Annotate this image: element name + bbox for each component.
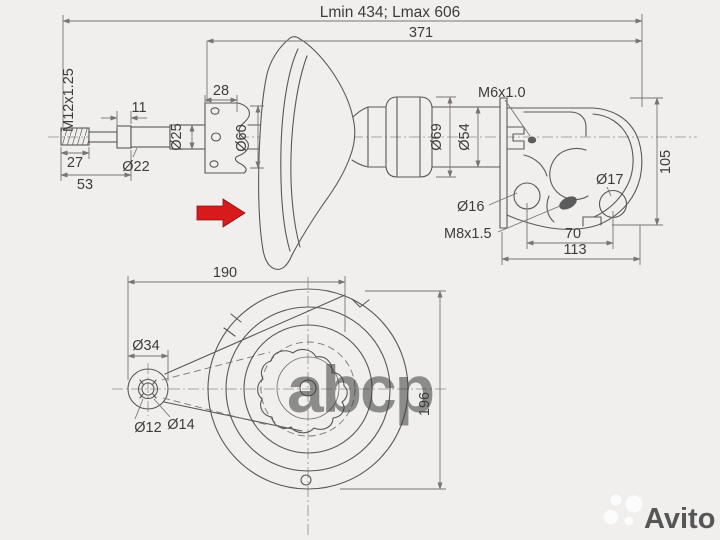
label-knuckle-thread: M8x1.5 — [444, 226, 492, 242]
dim-rod-end-length: 53 — [77, 177, 93, 193]
avito-logo-icon — [604, 494, 643, 526]
bracket-hole-mid — [210, 132, 222, 142]
avito-watermark: Avito — [604, 494, 715, 535]
hub-hidden-circle — [260, 341, 356, 437]
dim-overall-length: Lmin 434; Lmax 606 — [320, 4, 460, 21]
dim-eye-bore-14: Ø14 — [167, 417, 194, 433]
dim-thread-length: 27 — [67, 155, 83, 171]
avito-watermark-text: Avito — [644, 503, 715, 535]
label-rod-thread: M12x1.25 — [61, 68, 77, 132]
dim-eye-to-center: 190 — [213, 265, 237, 281]
dim-eye-bore-12: Ø12 — [134, 420, 161, 436]
dim-body-length: 371 — [409, 25, 433, 41]
dim-hole-spacing: 70 — [565, 226, 581, 242]
strut-body — [367, 96, 503, 178]
dim-bracket-height: 105 — [658, 150, 674, 174]
dim-knuckle-hole-16: Ø16 — [457, 199, 484, 215]
dim-rod-dia-22: Ø22 — [122, 159, 149, 175]
label-spring-seat-thread: M6x1.0 — [478, 85, 526, 101]
knuckle-slot-m8 — [559, 196, 577, 210]
threaded-stud — [60, 124, 262, 150]
mounting-eye — [127, 368, 169, 410]
spring-seat-bottom — [207, 288, 409, 490]
bottom-view-dimensions: 190 Ø34 Ø12 Ø14 196 — [127, 265, 446, 490]
side-view: Lmin 434; Lmax 606 371 M12x1.25 27 53 11… — [48, 4, 697, 270]
dim-upper-bracket-width: 28 — [213, 83, 229, 99]
upper-bracket — [204, 102, 250, 174]
dim-rod-dia-25: Ø25 — [169, 123, 185, 150]
bracket-hole-top — [210, 107, 220, 115]
hub-spline-contour — [257, 348, 348, 434]
knuckle-bracket — [499, 97, 643, 230]
dim-body-dia-69: Ø69 — [429, 123, 445, 150]
dim-eye-outer-dia: Ø34 — [132, 338, 159, 354]
dim-stop-width: 11 — [131, 100, 146, 116]
dim-bracket-width: 113 — [563, 242, 586, 258]
dim-tube-dia-60: Ø60 — [234, 124, 250, 151]
dim-knuckle-hole-17: Ø17 — [596, 172, 623, 188]
abcp-watermark: abcp — [287, 352, 433, 426]
bracket-hole-bottom — [209, 160, 219, 168]
side-view-dimensions: Lmin 434; Lmax 606 371 M12x1.25 27 53 11… — [60, 4, 674, 265]
direction-arrow-icon — [196, 198, 246, 228]
dim-seat-height: 196 — [417, 392, 433, 416]
knuckle-hole-m6 — [527, 136, 537, 144]
spring-seat-plate — [258, 36, 369, 270]
bottom-view: 190 Ø34 Ø12 Ø14 196 — [112, 265, 448, 536]
seat-small-hole — [300, 474, 312, 486]
hub-center-hole — [299, 379, 317, 397]
dim-body-dia-54: Ø54 — [457, 123, 473, 150]
arm-hidden-edges — [161, 351, 271, 426]
